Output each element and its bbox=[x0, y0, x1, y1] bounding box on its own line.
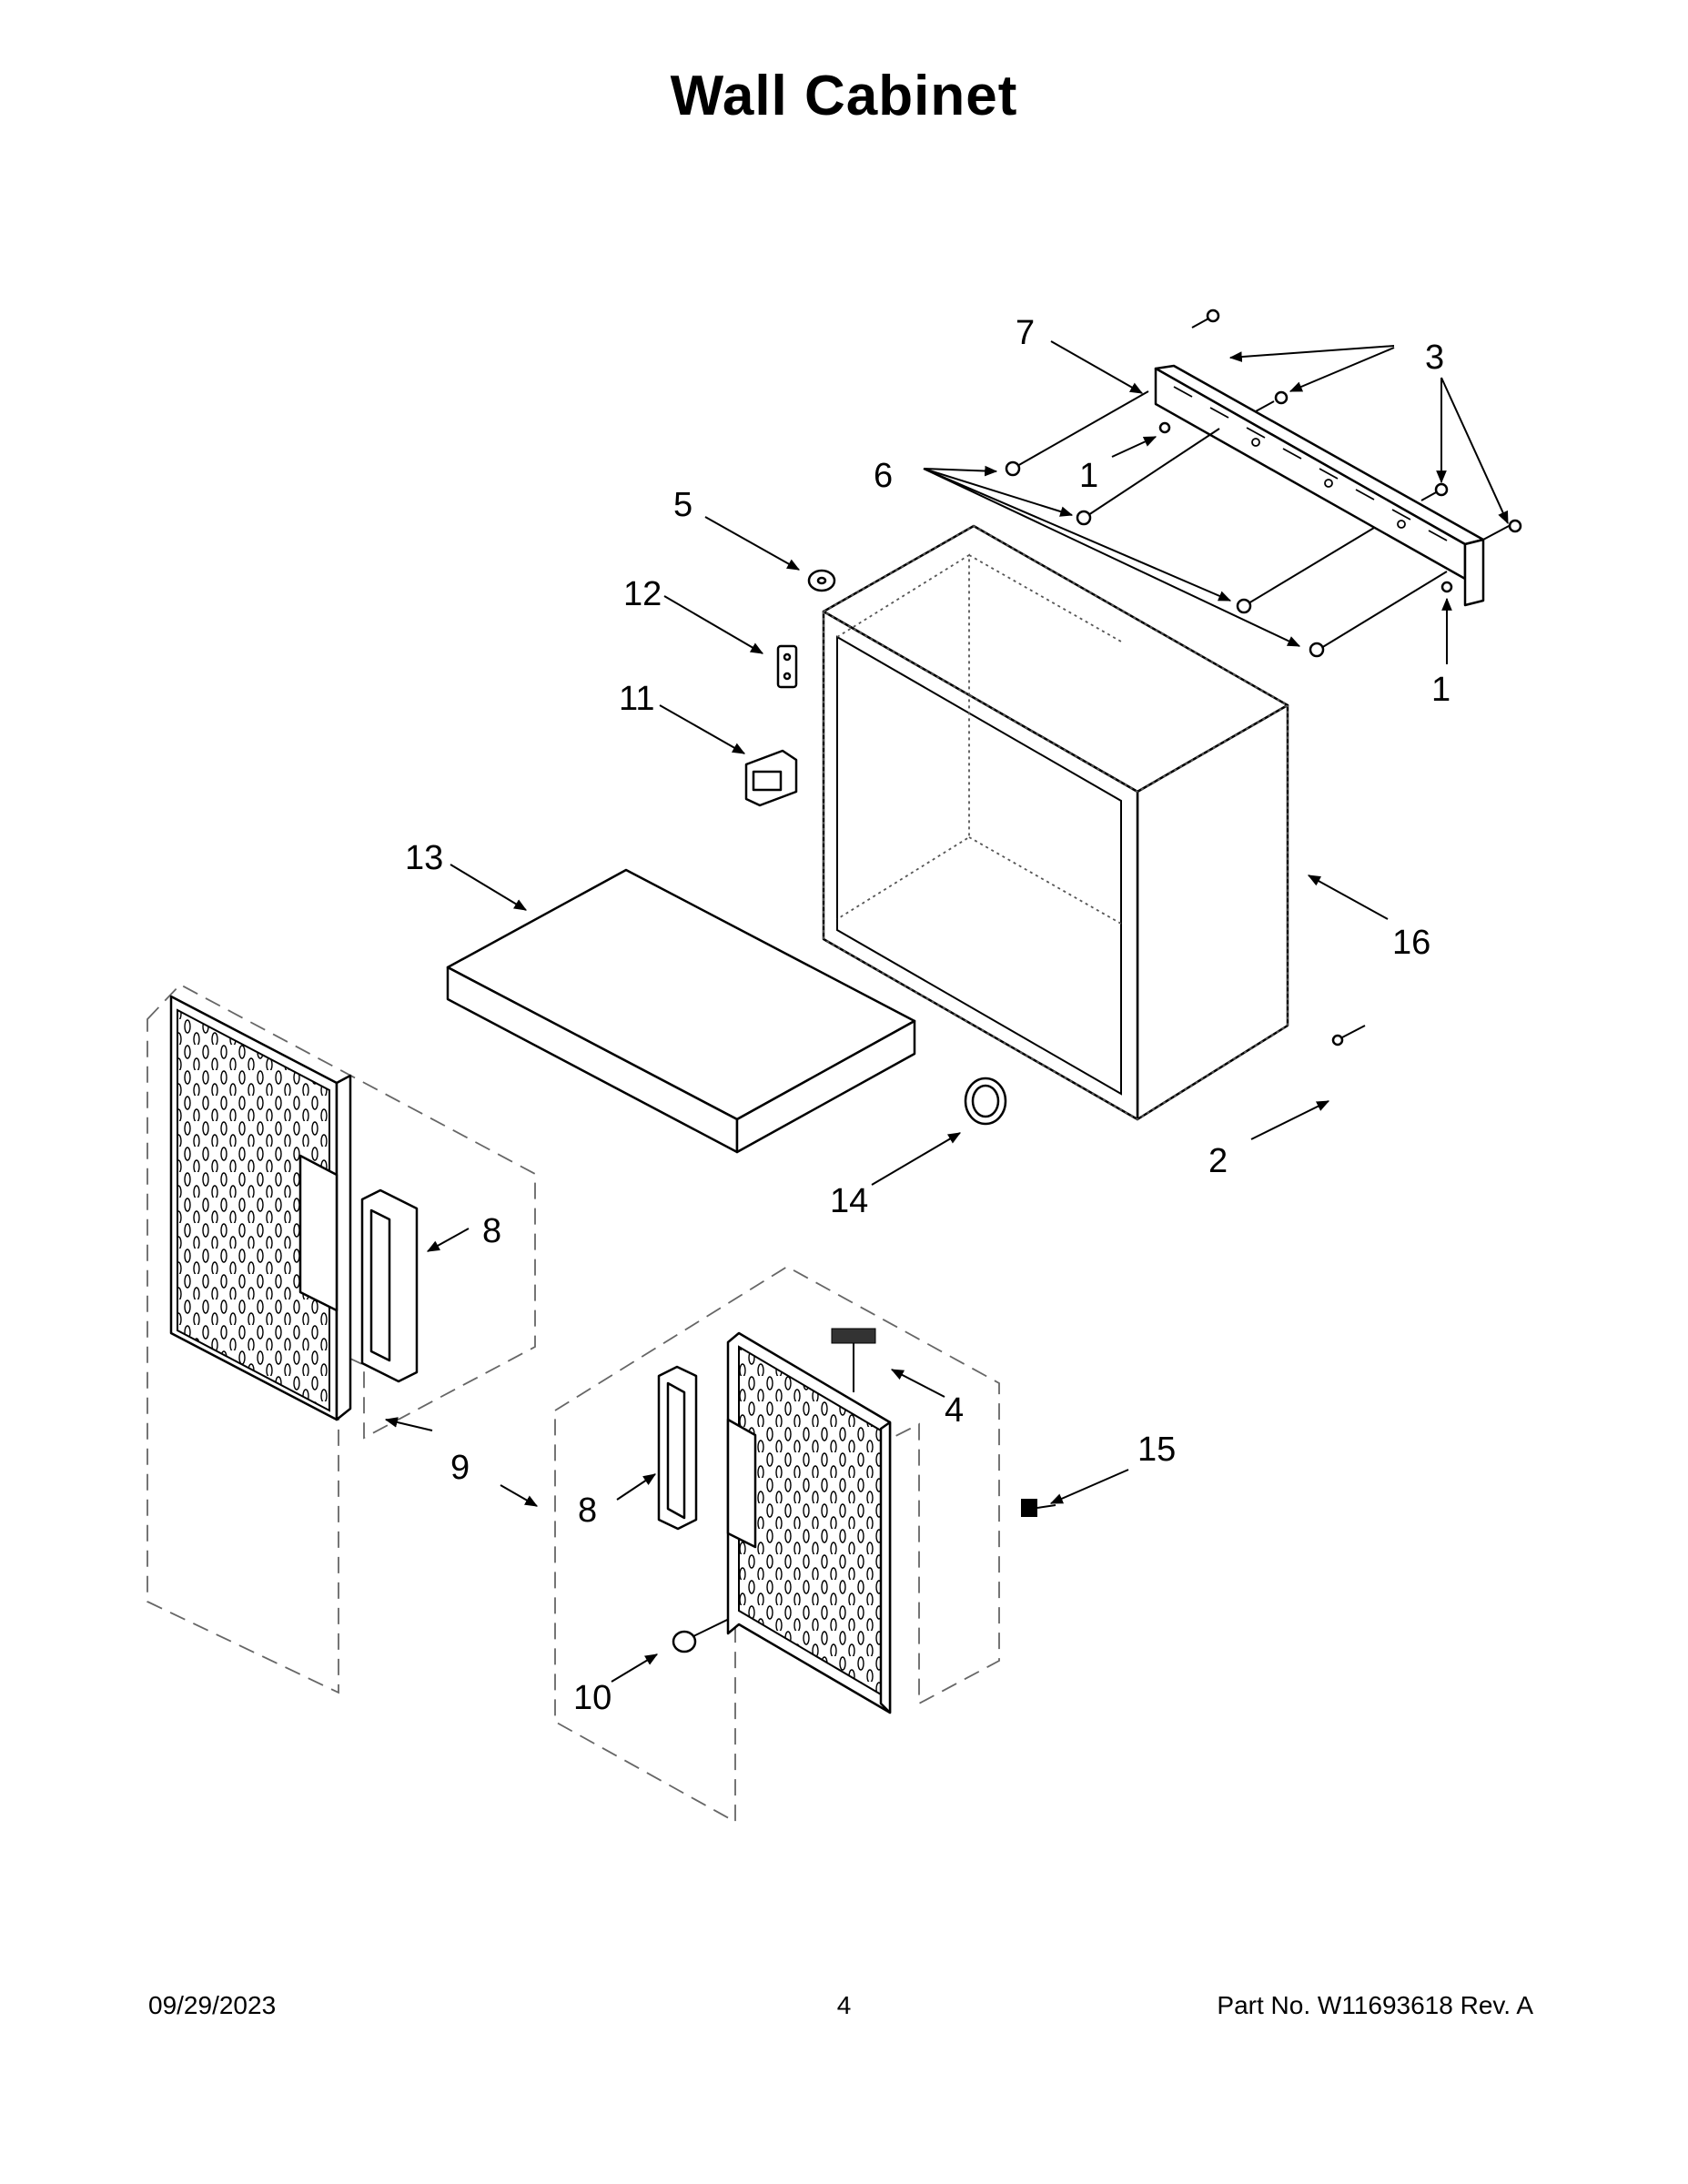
callout-7: 7 bbox=[1016, 314, 1035, 352]
callout-8-left: 8 bbox=[482, 1212, 501, 1250]
callout-6: 6 bbox=[874, 457, 893, 495]
hinge bbox=[744, 749, 798, 807]
callout-11: 11 bbox=[619, 680, 654, 718]
washer bbox=[807, 569, 836, 592]
nut-group bbox=[1005, 390, 1453, 658]
lock-cylinder bbox=[1021, 1499, 1056, 1517]
footer-page-number: 4 bbox=[836, 1991, 852, 2019]
cabinet-box bbox=[822, 524, 1289, 1121]
callout-16: 16 bbox=[1392, 924, 1430, 962]
callout-1-right: 1 bbox=[1431, 671, 1450, 709]
page-title: Wall Cabinet bbox=[670, 65, 1018, 127]
callout-13: 13 bbox=[405, 839, 443, 877]
callout-3: 3 bbox=[1425, 339, 1444, 377]
mounting-rail bbox=[1154, 364, 1485, 607]
door-handle-right bbox=[657, 1365, 698, 1531]
door-left bbox=[147, 983, 536, 1694]
callout-2: 2 bbox=[1208, 1142, 1228, 1180]
badge-label bbox=[831, 1328, 876, 1392]
door-right bbox=[554, 1265, 1000, 1824]
callout-10: 10 bbox=[573, 1679, 612, 1717]
door-handle-left bbox=[360, 1188, 419, 1383]
callout-labels: 7 3 6 1 1 5 12 11 13 16 2 14 8 9 8 4 15 … bbox=[405, 314, 1450, 1717]
callout-8-right: 8 bbox=[578, 1491, 597, 1530]
footer-date: 09/29/2023 bbox=[148, 1991, 277, 2019]
grommet bbox=[964, 1077, 1007, 1126]
callout-5: 5 bbox=[673, 486, 692, 524]
screw-group bbox=[1191, 308, 1522, 541]
footer-part-number: Part No. W11693618 Rev. A bbox=[1217, 1991, 1533, 2019]
callout-9: 9 bbox=[450, 1449, 470, 1487]
shelf bbox=[446, 868, 916, 1154]
callout-4: 4 bbox=[945, 1391, 964, 1430]
callout-15: 15 bbox=[1137, 1431, 1176, 1469]
hinge-plate bbox=[776, 644, 798, 689]
callout-14: 14 bbox=[830, 1182, 868, 1220]
pin-screw bbox=[1331, 1025, 1366, 1046]
leader-lines bbox=[384, 340, 1509, 1683]
callout-12: 12 bbox=[623, 575, 662, 613]
callout-1-top: 1 bbox=[1079, 457, 1098, 495]
